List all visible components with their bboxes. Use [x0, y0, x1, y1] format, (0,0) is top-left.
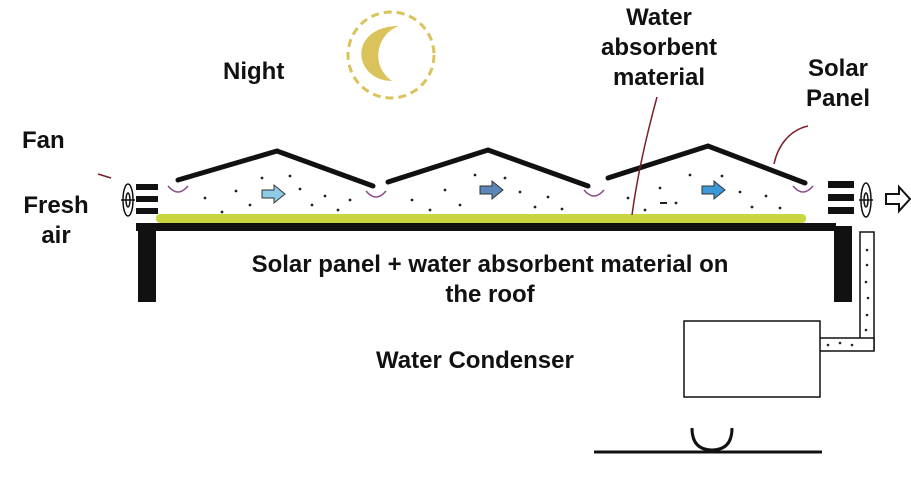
solar-panel-line-2: Panel: [805, 85, 871, 112]
water-absorbent-label: Water absorbent material: [574, 3, 744, 93]
airflow-arrow-icon: [261, 179, 726, 205]
absorbent-layer: [156, 214, 806, 223]
night-label: Night: [223, 58, 285, 85]
vent-grille-icon: [828, 181, 854, 214]
fan-pointer-line: [97, 173, 112, 179]
fan-icon: [121, 183, 135, 217]
moon-icon: [346, 10, 436, 100]
right-support-post: [834, 226, 852, 302]
fan-icon: [859, 182, 873, 218]
fresh-air-label: Fresh air: [10, 191, 102, 251]
solar-panel-line-1: Solar: [807, 55, 869, 82]
water-absorbent-line-1: Water: [626, 4, 692, 31]
water-absorbent-line-3: material: [612, 64, 706, 91]
solar-panel-pointer-line: [773, 125, 809, 165]
solar-panel-label: Solar Panel: [788, 54, 888, 114]
fresh-air-line-1: Fresh: [23, 192, 89, 219]
outlet-arrow-icon: [885, 184, 911, 214]
water-condenser-label: Water Condenser: [376, 347, 574, 374]
roof-caption: Solar panel + water absorbent material o…: [185, 250, 795, 310]
collection-bowl: [690, 427, 734, 452]
roof-base: [136, 223, 836, 231]
left-support-post: [138, 226, 156, 302]
moist-air-particles: [203, 173, 782, 214]
water-condenser-box: [683, 320, 821, 398]
fan-label: Fan: [22, 127, 65, 154]
absorbent-pointer-line: [631, 96, 658, 216]
roof-caption-line-2: the roof: [445, 281, 535, 308]
roof-caption-line-1: Solar panel + water absorbent material o…: [251, 251, 729, 278]
solar-panel-roof: [175, 143, 808, 189]
vent-grille-icon: [136, 184, 158, 214]
water-absorbent-line-2: absorbent: [600, 34, 717, 61]
fresh-air-line-2: air: [41, 222, 71, 249]
condensation-droplets: [167, 185, 814, 198]
